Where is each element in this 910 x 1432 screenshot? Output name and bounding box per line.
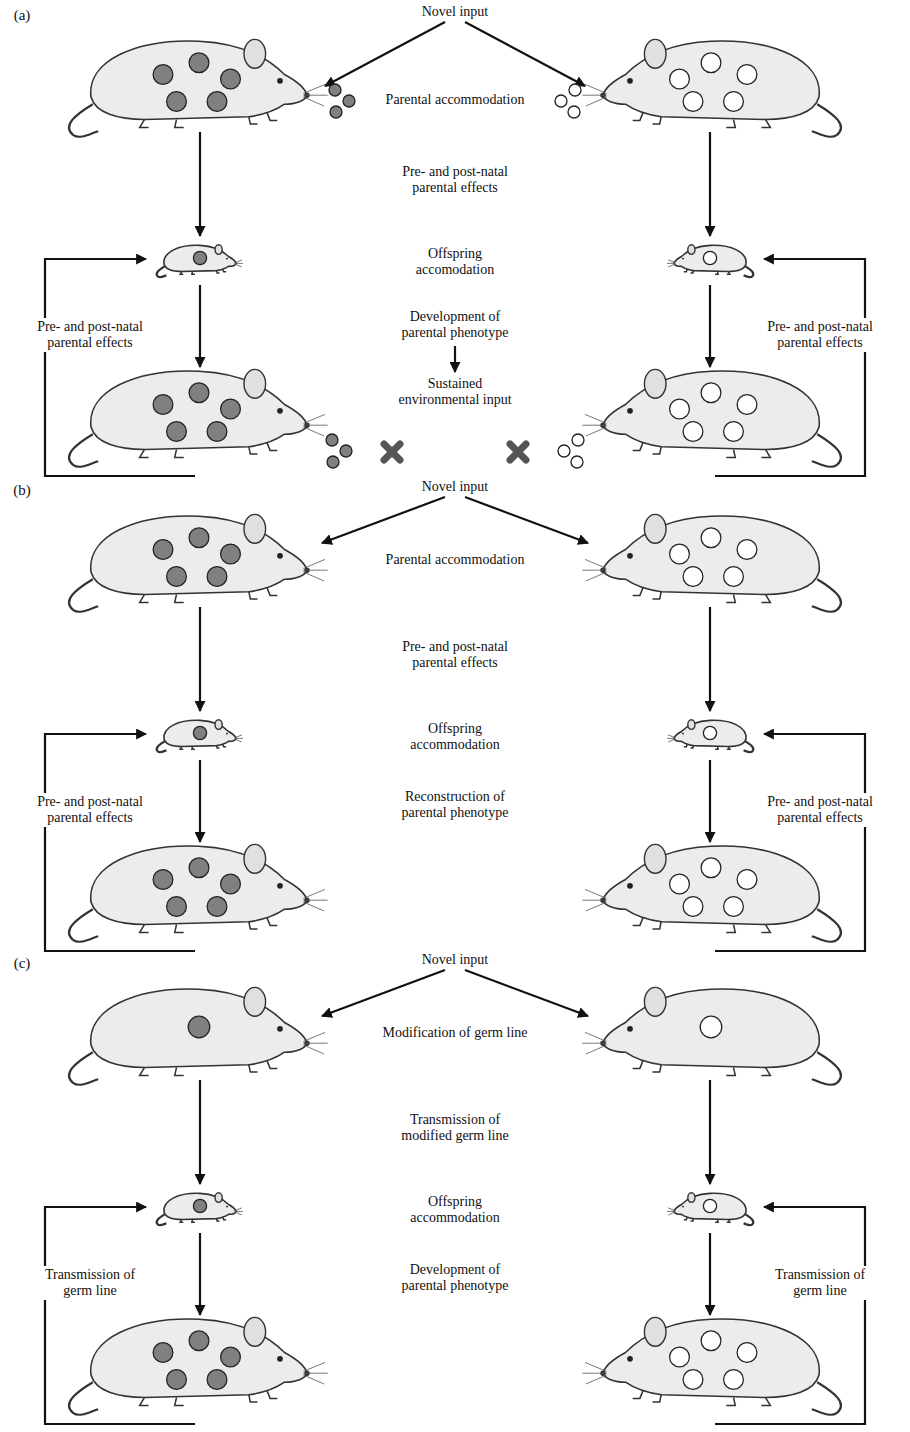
annotation-label: Transmission of germ line <box>765 1266 875 1300</box>
panel-c <box>45 970 865 1424</box>
parent-mouse <box>582 514 841 611</box>
cross-mark <box>384 444 400 460</box>
input-arrow <box>325 22 445 86</box>
feedback-bracket <box>45 259 195 476</box>
parent-mouse <box>582 987 841 1084</box>
small-arrow <box>454 346 456 372</box>
adult-mouse <box>582 844 841 941</box>
feedback-bracket <box>45 1207 195 1424</box>
adult-mouse <box>582 1317 841 1414</box>
offspring-mouse <box>157 720 243 752</box>
annotation-label: Offspring accommodation <box>395 720 515 754</box>
panel-letter: (b) <box>4 481 40 500</box>
annotation-label: Transmission of modified germ line <box>390 1111 520 1145</box>
annotation-label: Development of parental phenotype <box>390 308 520 342</box>
cross-mark <box>510 444 526 460</box>
input-particles <box>326 434 352 468</box>
adult-mouse <box>69 369 328 466</box>
annotation-label: Pre- and post-natal parental effects <box>753 793 888 827</box>
annotation-label: Novel input <box>395 951 515 969</box>
annotation-label: Parental accommodation <box>370 551 540 569</box>
annotation-label: Modification of germ line <box>360 1024 550 1042</box>
parent-mouse <box>69 514 328 611</box>
input-arrow <box>465 970 588 1016</box>
feedback-bracket <box>715 1207 865 1424</box>
annotation-label: Development of parental phenotype <box>390 1261 520 1295</box>
panel-letter: (c) <box>4 954 40 973</box>
annotation-label: Reconstruction of parental phenotype <box>390 788 520 822</box>
development-arrow <box>709 1233 711 1315</box>
offspring-mouse <box>157 1193 243 1225</box>
input-particles <box>558 434 584 468</box>
parent-mouse <box>69 987 328 1084</box>
annotation-label: Novel input <box>395 3 515 21</box>
input-particles <box>555 84 581 118</box>
parent-mouse <box>582 39 841 136</box>
annotation-label: Pre- and post-natal parental effects <box>390 638 520 672</box>
offspring-mouse <box>157 245 243 277</box>
offspring-mouse <box>667 245 753 277</box>
adult-mouse <box>69 1317 328 1414</box>
input-arrow <box>465 22 585 86</box>
input-arrow <box>322 497 445 543</box>
development-arrow <box>199 760 201 842</box>
annotation-label: Pre- and post-natal parental effects <box>753 318 888 352</box>
annotation-label: Transmission of germ line <box>35 1266 145 1300</box>
panel-a <box>45 22 865 476</box>
annotation-label: Novel input <box>395 478 515 496</box>
feedback-bracket <box>45 734 195 951</box>
adult-mouse <box>582 369 841 466</box>
annotation-label: Offspring accomodation <box>395 245 515 279</box>
transmission-arrow <box>709 132 711 236</box>
offspring-mouse <box>667 720 753 752</box>
annotation-label: Sustained environmental input <box>390 375 520 409</box>
parent-mouse <box>69 39 328 136</box>
input-arrow <box>322 970 445 1016</box>
annotation-label: Pre- and post-natal parental effects <box>23 793 158 827</box>
annotation-label: Pre- and post-natal parental effects <box>23 318 158 352</box>
development-arrow <box>199 1233 201 1315</box>
annotation-label: Offspring accommodation <box>395 1193 515 1227</box>
panel-b <box>45 497 865 951</box>
transmission-arrow <box>199 1080 201 1184</box>
development-arrow <box>709 285 711 367</box>
transmission-arrow <box>199 132 201 236</box>
offspring-mouse <box>667 1193 753 1225</box>
input-arrow <box>465 497 588 543</box>
feedback-bracket <box>715 734 865 951</box>
development-arrow <box>199 285 201 367</box>
transmission-arrow <box>199 607 201 711</box>
feedback-bracket <box>715 259 865 476</box>
input-particles <box>329 84 355 118</box>
annotation-label: Pre- and post-natal parental effects <box>390 163 520 197</box>
panel-letter: (a) <box>4 6 40 25</box>
development-arrow <box>709 760 711 842</box>
adult-mouse <box>69 844 328 941</box>
annotation-label: Parental accommodation <box>370 91 540 109</box>
transmission-arrow <box>709 1080 711 1184</box>
transmission-arrow <box>709 607 711 711</box>
